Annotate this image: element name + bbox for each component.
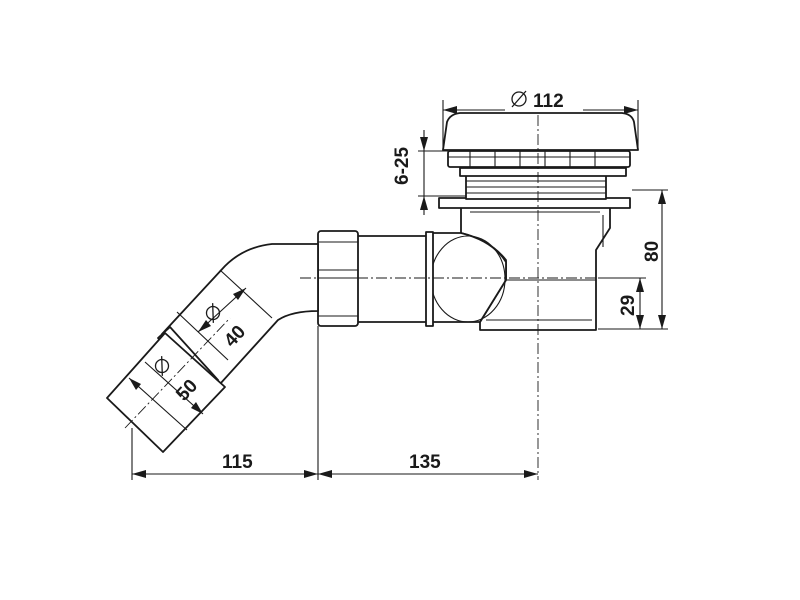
drain-cap — [442, 112, 639, 151]
dimension-adjust-range: 6-25 — [392, 130, 466, 215]
thread-section — [465, 174, 607, 200]
outlet-pipe — [355, 231, 507, 327]
gasket — [447, 150, 631, 168]
coupling-nut — [317, 230, 359, 327]
center-lines — [124, 96, 600, 480]
cap-diameter-label: 112 — [533, 91, 564, 112]
dimension-total-height: 80 — [598, 189, 668, 330]
total-height-label: 80 — [642, 241, 663, 262]
outlet-height-label: 29 — [618, 295, 639, 316]
horizontal-right-label: 135 — [409, 452, 441, 473]
dimension-cap-diameter: 112 — [442, 88, 639, 150]
dimension-horizontal: 115 135 — [131, 326, 538, 480]
adjust-range-label: 6-25 — [392, 147, 413, 185]
seal-ring — [459, 167, 627, 177]
outlet-tube — [106, 332, 226, 453]
horizontal-left-label: 115 — [222, 452, 253, 473]
dimension-outlet-height: 29 — [598, 277, 646, 329]
